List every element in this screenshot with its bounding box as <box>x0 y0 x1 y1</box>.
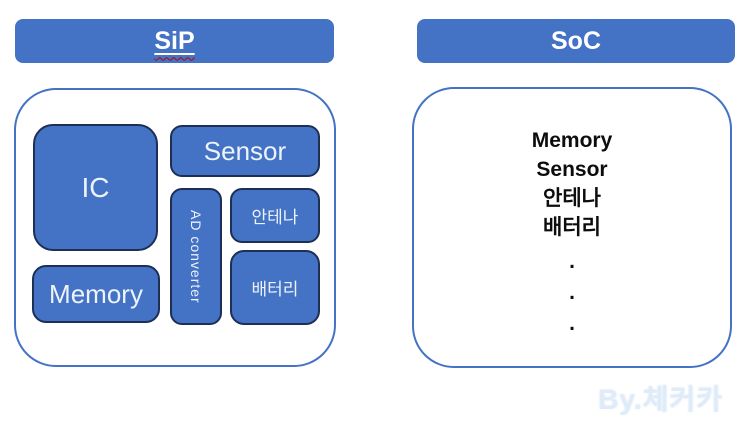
chip-memory: Memory <box>32 265 160 323</box>
sip-package-outline: IC Sensor AD converter 안테나 Memory 배터리 <box>14 88 336 367</box>
soc-ellipsis-dot: . <box>569 250 575 273</box>
sip-header-bar: SiP <box>15 19 334 63</box>
author-watermark: By.체커카 <box>598 384 723 415</box>
chip-ad-converter-label: AD converter <box>188 209 204 304</box>
soc-component-list: Memory Sensor 안테나 배터리 . . . <box>414 89 730 366</box>
soc-header-bar: SoC <box>417 19 735 63</box>
chip-sensor: Sensor <box>170 125 320 177</box>
soc-item-sensor: Sensor <box>536 158 608 181</box>
soc-chip-outline: Memory Sensor 안테나 배터리 . . . <box>412 87 732 368</box>
chip-ad-converter: AD converter <box>170 188 222 325</box>
sip-title-spellcheck-underline: SiP <box>154 27 194 56</box>
soc-title: SoC <box>551 26 601 55</box>
soc-item-antenna: 안테나 <box>543 187 601 210</box>
soc-ellipsis: . . . <box>569 246 575 339</box>
chip-ic: IC <box>33 124 158 251</box>
soc-ellipsis-dot: . <box>569 281 575 304</box>
chip-battery: 배터리 <box>230 250 320 325</box>
soc-ellipsis-dot: . <box>569 312 575 335</box>
chip-antenna: 안테나 <box>230 188 320 243</box>
sip-title: SiP <box>154 26 195 55</box>
soc-item-memory: Memory <box>531 129 613 152</box>
soc-item-battery: 배터리 <box>543 216 601 239</box>
